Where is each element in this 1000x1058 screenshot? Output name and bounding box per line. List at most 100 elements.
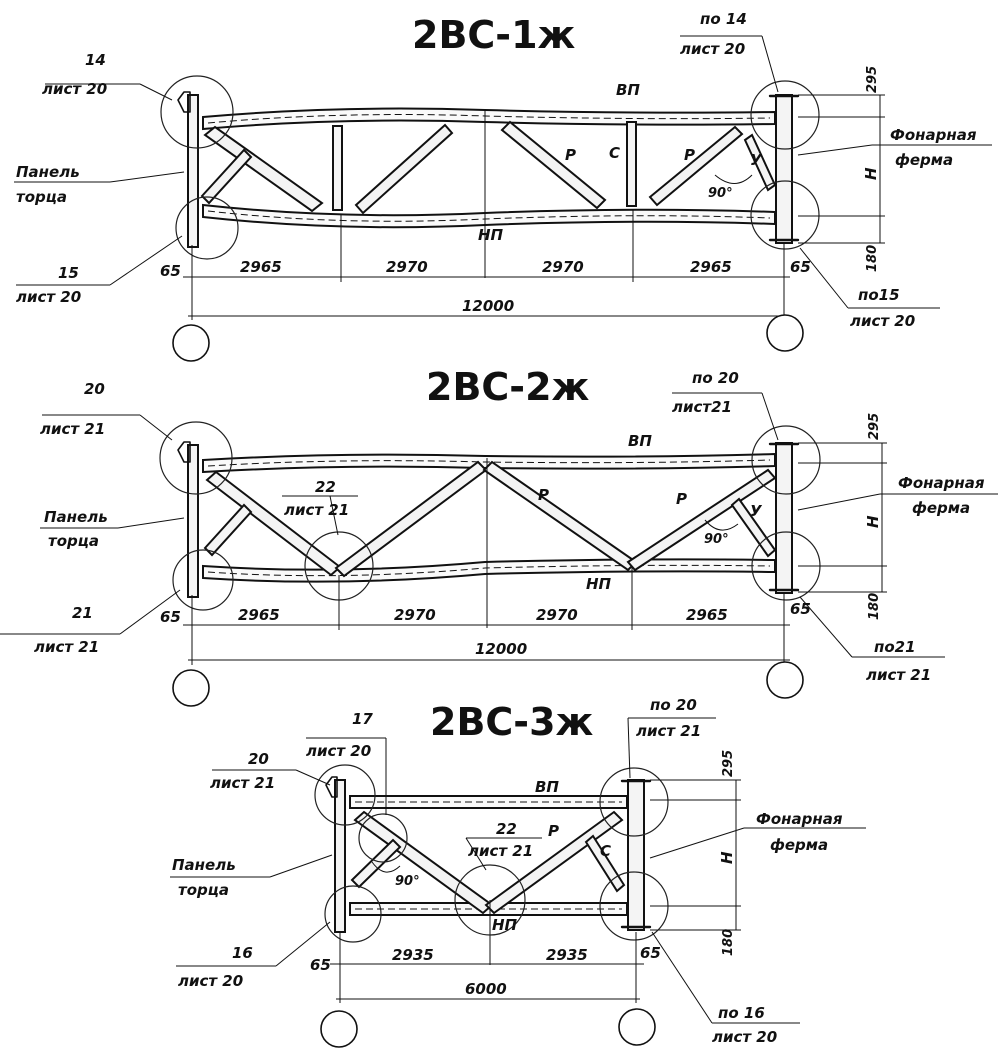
truss3-height: Н: [718, 851, 736, 864]
truss1-panel-label-2: торца: [16, 188, 67, 206]
truss1-lantern-label-1: Фонарная: [890, 126, 977, 144]
truss2-height: Н: [864, 515, 882, 528]
truss3-callout-tl-num: 20: [248, 750, 269, 768]
truss2-axis-marker-right: [766, 661, 804, 699]
truss3-callout-tr-num: по 20: [650, 696, 697, 714]
truss2-leader-tl-arm: [139, 414, 173, 441]
truss3-top-chord-label: ВП: [535, 778, 559, 796]
truss3-leader-br: [651, 931, 713, 1024]
truss1-left-bracket: [177, 91, 191, 113]
truss1-title: 2ВС-1ж: [412, 13, 576, 57]
truss-2vs-2zh: 2ВС-2ж 20 лист 21 21 лист 21 22 л: [0, 365, 998, 707]
truss2-brace-left: [203, 503, 253, 557]
truss-2vs-1zh: 2ВС-1ж 14 лист 20: [14, 10, 992, 362]
truss2-top-chord-hatch: [207, 459, 771, 467]
truss3-dim-left: 65: [310, 956, 331, 974]
truss2-panel-leader: [117, 517, 185, 529]
truss3-member-p: Р: [548, 822, 559, 840]
truss3-leader-tl-arm: [295, 769, 331, 786]
truss2-top-chord: [202, 452, 776, 474]
truss2-callout-tr-sheet: лист21: [672, 398, 732, 416]
truss3-angle-arc: [371, 861, 401, 873]
truss1-total: 12000: [462, 297, 514, 315]
truss1-brace-right: [743, 133, 777, 192]
truss1-span-1: 2965: [240, 258, 282, 276]
truss3-panel-label-2: торца: [178, 881, 229, 899]
truss3-leader-bl-arm: [275, 921, 331, 967]
truss3-dim-right: 65: [640, 944, 661, 962]
truss3-right-column: [627, 779, 645, 931]
truss3-dim-bottom: 180: [721, 929, 736, 956]
truss1-vertical-2: [626, 121, 637, 207]
truss2-top-chord-label: ВП: [628, 432, 652, 450]
truss1-callout-br-num: по15: [858, 286, 900, 304]
truss2-diagonal-2: [334, 460, 488, 578]
truss1-detail-circle-br: [750, 180, 820, 250]
truss1-leader-tr-arm: [761, 35, 779, 93]
truss1-detail-circle-tr: [750, 80, 820, 150]
truss1-callout-br-sheet: лист 20: [850, 312, 915, 330]
truss2-callout-mid-leader: [329, 495, 339, 536]
truss1-leader-br: [799, 247, 849, 309]
truss2-brace-right: [730, 497, 777, 558]
truss1-callout-bl-num: 15: [58, 264, 79, 282]
truss3-callout-tm-sheet: лист 20: [306, 742, 371, 760]
truss1-dim-bottom: 180: [865, 245, 880, 272]
truss3-axis-marker-left: [320, 1010, 358, 1048]
truss3-detail-circle-bl: [324, 885, 382, 943]
truss2-callout-br-sheet: лист 21: [866, 666, 931, 684]
truss1-panel-leader: [109, 171, 185, 183]
truss2-dim-bottom: 180: [867, 593, 882, 620]
truss1-panel-label-1: Панель: [16, 163, 80, 181]
truss3-callout-tr-sheet: лист 21: [636, 722, 701, 740]
truss1-callout-tl-sheet: лист 20: [42, 80, 107, 98]
truss2-callout-tl-num: 20: [84, 380, 105, 398]
truss2-bottom-chord-hatch: [207, 564, 771, 577]
truss1-axis-marker-left: [172, 324, 210, 362]
truss1-height: Н: [862, 167, 880, 180]
truss3-left-bracket: [325, 776, 338, 798]
truss3-title: 2ВС-3ж: [430, 700, 594, 744]
truss1-member-p1: Р: [565, 146, 576, 164]
truss1-left-post: [187, 94, 199, 248]
truss2-detail-circle-bl: [172, 549, 234, 611]
truss1-span-3: 2970: [542, 258, 584, 276]
truss2-callout-mid-num: 22: [315, 478, 336, 496]
truss1-dim-left: 65: [160, 262, 181, 280]
truss1-diagonal-1: [203, 125, 324, 213]
truss2-right-column: [775, 442, 793, 594]
truss2-callout-tl-sheet: лист 21: [40, 420, 105, 438]
truss2-callout-bl-num: 21: [72, 604, 93, 622]
truss2-dim-top: 295: [867, 413, 882, 440]
truss2-lantern-label-1: Фонарная: [898, 474, 985, 492]
truss1-lantern-label-2: ферма: [895, 151, 953, 169]
truss3-left-post: [334, 779, 346, 933]
truss3-detail-circle-tr: [599, 767, 669, 837]
truss3-bottom-chord-label: НП: [492, 916, 518, 934]
truss3-brace-right: [584, 834, 626, 893]
truss2-angle: 90°: [704, 532, 729, 547]
truss1-span-4: 2965: [690, 258, 732, 276]
truss2-member-p1: Р: [538, 486, 549, 504]
truss1-detail-circle-bl: [175, 196, 239, 260]
truss2-left-post: [187, 444, 199, 598]
truss1-top-chord: [202, 107, 776, 131]
truss3-dim-top: 295: [721, 750, 736, 777]
truss1-diagonal-4: [648, 125, 744, 207]
truss1-callout-bl-sheet: лист 20: [16, 288, 81, 306]
truss3-angle: 90°: [395, 874, 420, 889]
truss2-bottom-chord: [202, 558, 776, 583]
truss3-span-2: 2935: [546, 946, 588, 964]
truss2-lantern-leader: [797, 493, 881, 511]
truss3-lantern-leader: [649, 827, 745, 859]
truss1-lantern-leader: [797, 144, 873, 156]
truss2-span-3: 2970: [536, 606, 578, 624]
truss2-leader-bl-arm: [119, 589, 181, 635]
truss-2vs-3zh: 2ВС-3ж 20 лист 21 17 лист 20 16 лист 2: [170, 696, 866, 1048]
truss1-diagonal-2: [354, 123, 454, 215]
truss2-dim-left: 65: [160, 608, 181, 626]
truss2-lantern-label-2: ферма: [912, 499, 970, 517]
truss3-diagonal-2: [484, 810, 624, 915]
truss1-detail-circle-tl: [160, 75, 234, 149]
truss2-panel-label-1: Панель: [44, 508, 108, 526]
